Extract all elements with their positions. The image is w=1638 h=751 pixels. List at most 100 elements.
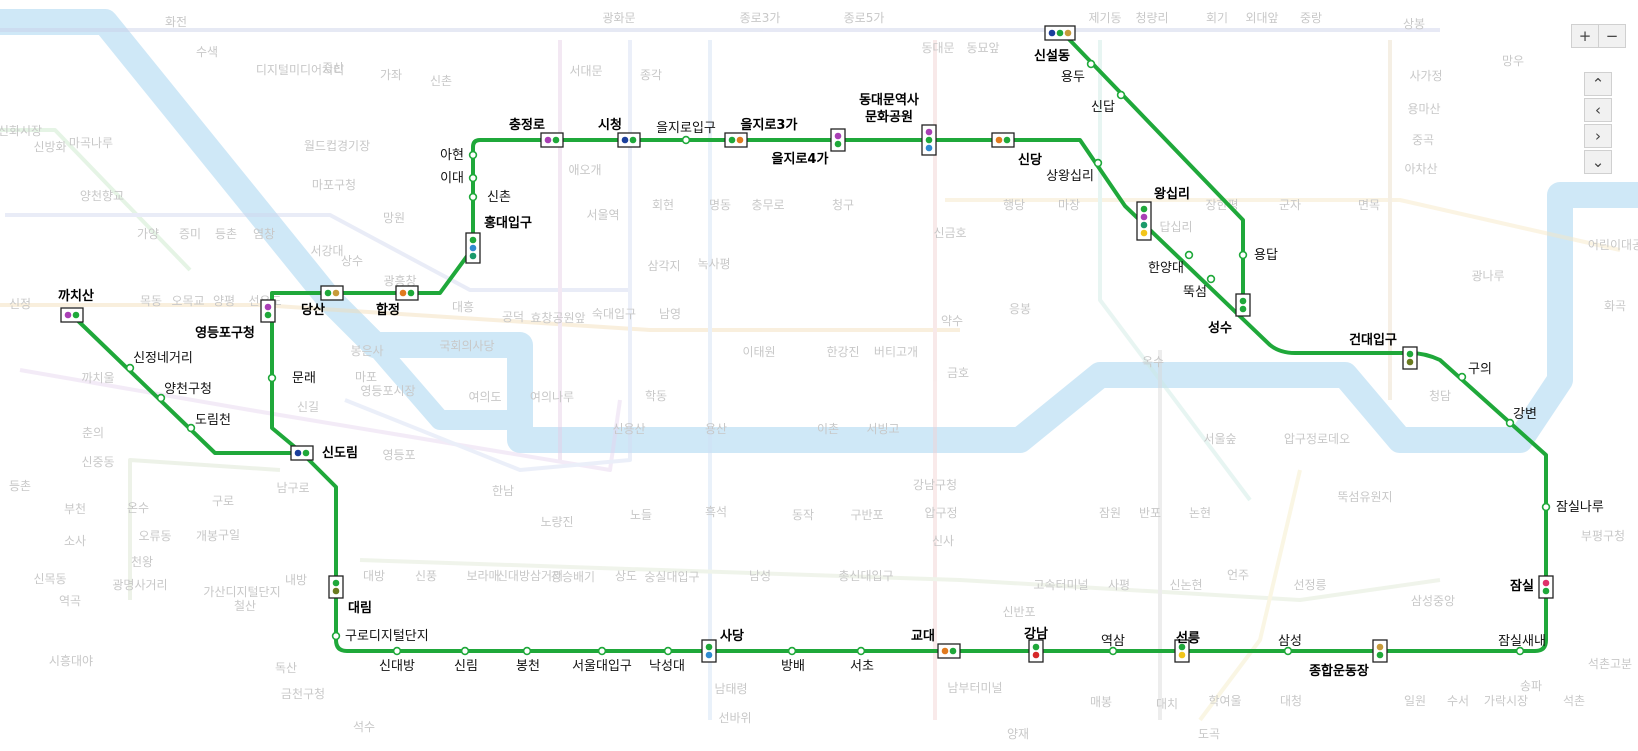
- station-marker[interactable]: [1184, 250, 1194, 260]
- transfer-station-marker[interactable]: [1372, 639, 1388, 663]
- transfer-station-marker[interactable]: [701, 639, 717, 663]
- pan-down-button[interactable]: ⌄: [1584, 150, 1612, 174]
- transfer-station-marker[interactable]: [290, 445, 314, 461]
- station-marker[interactable]: [1238, 250, 1248, 260]
- transfer-station-marker[interactable]: [617, 132, 641, 148]
- zoom-out-button[interactable]: −: [1598, 24, 1626, 48]
- station-label[interactable]: 낙성대: [649, 659, 685, 674]
- station-label[interactable]: 양천구청: [164, 382, 212, 397]
- station-label[interactable]: 동대문역사: [859, 92, 919, 108]
- station-label[interactable]: 구의: [1468, 362, 1492, 377]
- transfer-station-marker[interactable]: [1028, 639, 1044, 663]
- station-marker[interactable]: [186, 423, 196, 433]
- station-label[interactable]: 왕십리: [1154, 186, 1190, 202]
- pan-right-button[interactable]: ›: [1584, 124, 1612, 148]
- station-label[interactable]: 강변: [1513, 407, 1537, 422]
- station-marker[interactable]: [1505, 418, 1515, 428]
- station-label[interactable]: 종합운동장: [1309, 663, 1369, 679]
- station-marker[interactable]: [856, 646, 866, 656]
- station-label[interactable]: 성수: [1208, 321, 1232, 336]
- station-marker[interactable]: [597, 646, 607, 656]
- station-label[interactable]: 방배: [781, 659, 805, 674]
- station-marker[interactable]: [1515, 646, 1525, 656]
- station-label[interactable]: 용두: [1061, 70, 1085, 85]
- station-marker[interactable]: [392, 646, 402, 656]
- station-label[interactable]: 까치산: [58, 288, 94, 304]
- station-label[interactable]: 문래: [292, 371, 316, 386]
- station-label[interactable]: 봉천: [516, 659, 540, 674]
- station-label[interactable]: 신대방: [379, 659, 415, 674]
- station-label[interactable]: 건대입구: [1349, 332, 1397, 348]
- station-label[interactable]: 시청: [598, 117, 622, 133]
- station-marker[interactable]: [267, 373, 277, 383]
- transfer-station-marker[interactable]: [1402, 346, 1418, 370]
- transfer-station-marker[interactable]: [60, 307, 84, 323]
- station-label[interactable]: 뚝섬: [1183, 285, 1207, 300]
- transfer-station-marker[interactable]: [260, 299, 276, 323]
- station-label[interactable]: 당산: [301, 302, 325, 318]
- station-label[interactable]: 충정로: [509, 117, 545, 133]
- station-marker[interactable]: [1206, 274, 1216, 284]
- transfer-station-marker[interactable]: [395, 285, 419, 301]
- station-marker[interactable]: [787, 646, 797, 656]
- transfer-station-marker[interactable]: [1538, 575, 1554, 599]
- station-label[interactable]: 신설동: [1034, 49, 1070, 64]
- station-marker[interactable]: [1093, 158, 1103, 168]
- station-label[interactable]: 신정네거리: [133, 351, 193, 366]
- station-label[interactable]: 용답: [1254, 248, 1278, 263]
- station-marker[interactable]: [663, 646, 673, 656]
- station-label[interactable]: 잠실: [1510, 578, 1534, 594]
- station-marker[interactable]: [1541, 502, 1551, 512]
- zoom-in-button[interactable]: +: [1571, 24, 1599, 48]
- station-label[interactable]: 구로디지털단지: [345, 629, 429, 644]
- transfer-station-marker[interactable]: [320, 285, 344, 301]
- station-label[interactable]: 신당: [1018, 152, 1042, 168]
- pan-up-button[interactable]: ⌃: [1584, 72, 1612, 96]
- transfer-station-marker[interactable]: [540, 132, 564, 148]
- station-label[interactable]: 역삼: [1101, 634, 1125, 649]
- station-label[interactable]: 신림: [454, 659, 478, 674]
- station-label[interactable]: 을지로3가: [741, 117, 798, 133]
- station-marker[interactable]: [1116, 90, 1126, 100]
- station-marker[interactable]: [1283, 646, 1293, 656]
- pan-left-button[interactable]: ‹: [1584, 98, 1612, 122]
- station-label[interactable]: 도림천: [195, 413, 231, 428]
- transfer-station-marker[interactable]: [991, 132, 1015, 148]
- station-marker[interactable]: [468, 192, 478, 202]
- transfer-station-marker[interactable]: [830, 128, 846, 152]
- transfer-station-marker[interactable]: [724, 132, 748, 148]
- station-label[interactable]: 한양대: [1148, 261, 1184, 276]
- transfer-station-marker[interactable]: [937, 643, 961, 659]
- station-label[interactable]: 교대: [911, 629, 935, 644]
- station-marker[interactable]: [522, 646, 532, 656]
- station-marker[interactable]: [156, 393, 166, 403]
- station-label[interactable]: 영등포구청: [195, 325, 255, 341]
- station-label[interactable]: 상왕십리: [1046, 169, 1094, 184]
- station-marker[interactable]: [468, 150, 478, 160]
- station-label[interactable]: 사당: [720, 628, 744, 644]
- station-label[interactable]: 문화공원: [865, 109, 913, 125]
- station-label[interactable]: 잠실나루: [1556, 500, 1604, 515]
- transfer-station-marker[interactable]: [328, 575, 344, 599]
- station-label[interactable]: 삼성: [1278, 634, 1302, 649]
- station-marker[interactable]: [331, 631, 341, 641]
- station-label[interactable]: 강남: [1024, 626, 1048, 642]
- station-label[interactable]: 서초: [850, 659, 874, 674]
- station-marker[interactable]: [1086, 59, 1096, 69]
- transfer-station-marker[interactable]: [1174, 639, 1190, 663]
- station-marker[interactable]: [1457, 372, 1467, 382]
- transfer-station-marker[interactable]: [1235, 293, 1251, 317]
- station-marker[interactable]: [1108, 646, 1118, 656]
- station-marker[interactable]: [125, 363, 135, 373]
- station-label[interactable]: 대림: [348, 601, 372, 616]
- station-marker[interactable]: [468, 173, 478, 183]
- station-label[interactable]: 아현: [440, 148, 464, 163]
- station-label[interactable]: 신도림: [322, 446, 358, 461]
- station-label[interactable]: 서울대입구: [572, 659, 632, 674]
- station-label[interactable]: 신답: [1091, 100, 1115, 115]
- station-marker[interactable]: [460, 646, 470, 656]
- station-label[interactable]: 신촌: [487, 190, 511, 205]
- station-label[interactable]: 을지로4가: [772, 151, 829, 167]
- station-label[interactable]: 합정: [376, 302, 400, 318]
